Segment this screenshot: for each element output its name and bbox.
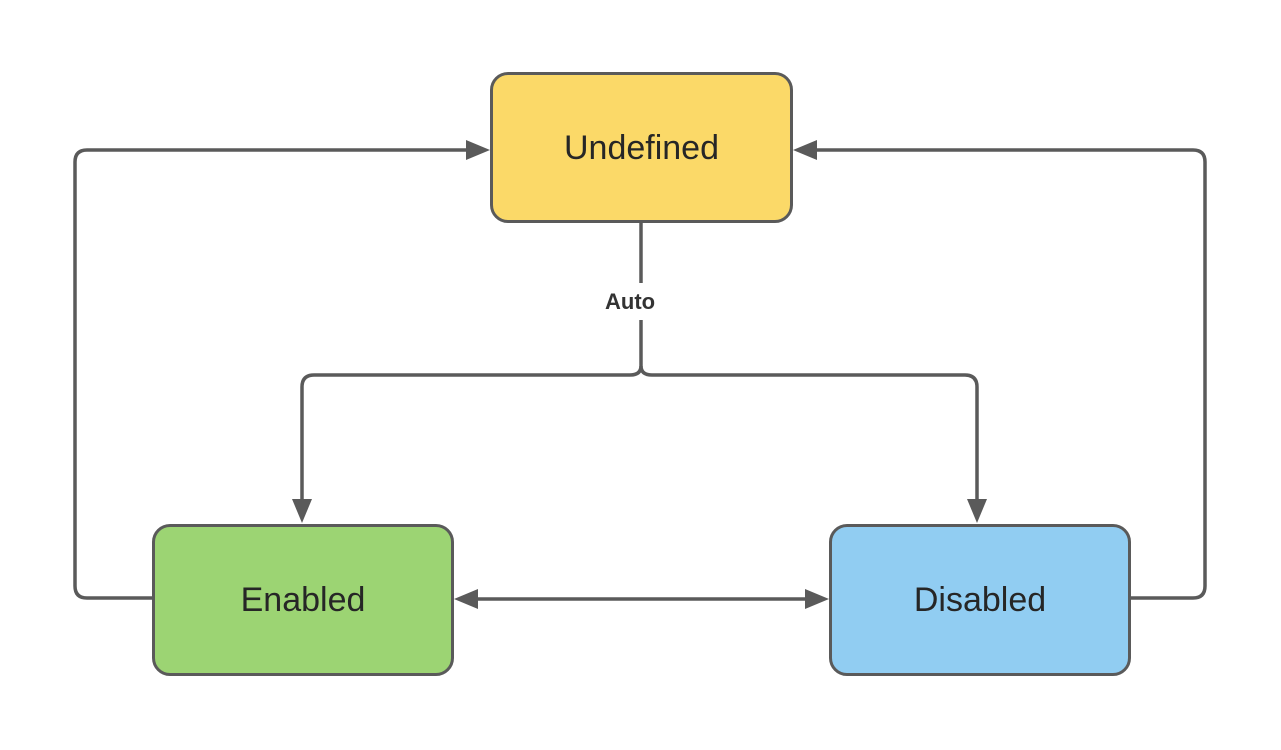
state-node-enabled-label: Enabled [240, 581, 366, 619]
arrowhead-icon [967, 499, 987, 523]
arrowhead-icon [292, 499, 312, 523]
state-node-disabled-label: Disabled [913, 581, 1047, 619]
state-node-undefined-label: Undefined [563, 128, 719, 167]
edge-undefined-auto-fork [292, 223, 987, 523]
state-node-enabled[interactable]: Enabled [152, 524, 454, 676]
edge-label-auto: Auto [598, 288, 663, 317]
arrowhead-icon [466, 140, 490, 160]
edge-enabled-to-undefined [73, 140, 490, 600]
arrowhead-icon [805, 589, 829, 609]
arrowhead-icon [454, 589, 478, 609]
state-node-undefined[interactable]: Undefined [490, 72, 793, 223]
state-node-disabled[interactable]: Disabled [829, 524, 1131, 676]
arrowhead-icon [793, 140, 817, 160]
edge-enabled-disabled-bidirectional [454, 589, 829, 609]
edge-disabled-to-undefined [793, 140, 1207, 600]
